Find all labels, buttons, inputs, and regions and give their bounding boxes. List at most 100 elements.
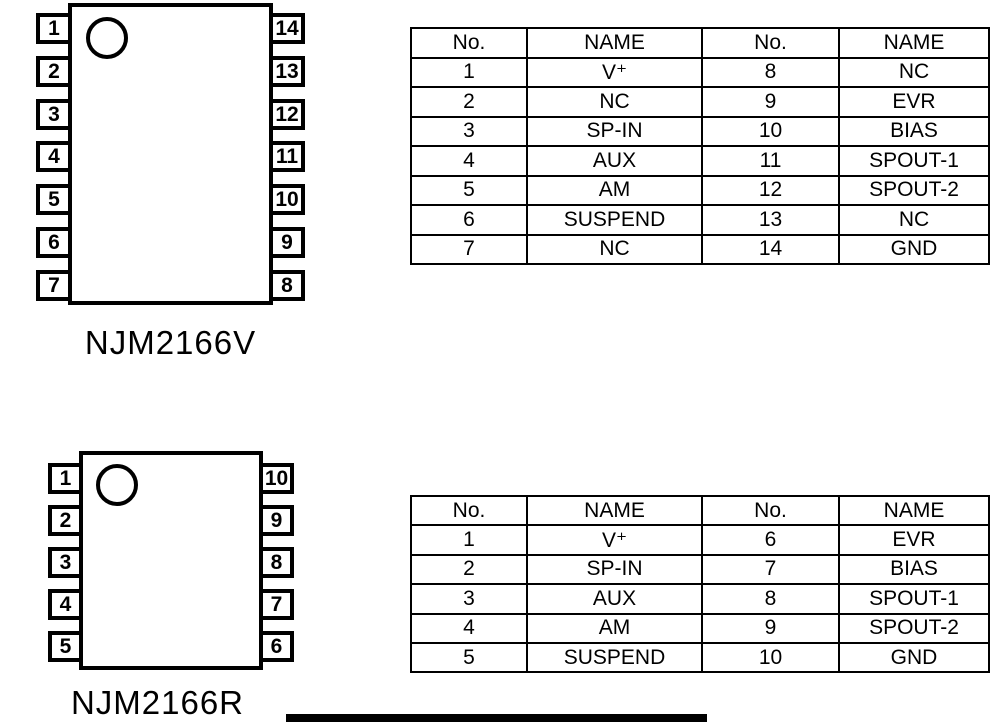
pin-box-left-3: 3 (48, 547, 83, 578)
pin-name-cell: NC (838, 56, 990, 88)
page-footer-bar (286, 714, 707, 722)
pin-box-left-4: 4 (36, 141, 72, 172)
pin-box-right-13: 13 (269, 56, 305, 87)
pin-box-right-6: 6 (259, 631, 294, 662)
column-header: NAME (526, 494, 703, 527)
table-row: 4 AM 9 SPOUT-2 (410, 612, 990, 644)
pin-box-right-9: 9 (259, 505, 294, 536)
pin-no-cell: 1 (410, 56, 528, 88)
pin-name-cell: EVR (838, 86, 990, 118)
pin-box-right-9: 9 (269, 227, 305, 258)
pin-name-cell: SP-IN (526, 553, 703, 586)
pin-box-right-11: 11 (269, 141, 305, 172)
table-row: 6 SUSPEND 13 NC (410, 204, 990, 236)
pin-name-cell: NC (526, 233, 703, 265)
pin-name-cell: SPOUT-1 (838, 583, 990, 615)
pin-no-cell: 12 (701, 174, 840, 206)
pin-box-left-7: 7 (36, 270, 72, 301)
pin-no-cell: 8 (701, 56, 840, 88)
pin-box-left-5: 5 (36, 184, 72, 215)
pin-box-right-8: 8 (269, 270, 305, 301)
pin-box-right-12: 12 (269, 99, 305, 130)
pin-name-cell: BIAS (838, 553, 990, 586)
pin-box-left-6: 6 (36, 227, 72, 258)
pin-no-cell: 8 (701, 583, 840, 615)
pin-box-left-3: 3 (36, 99, 72, 130)
pin-no-cell: 5 (410, 641, 528, 674)
pin-name-cell: NC (838, 204, 990, 236)
pin-name-cell: SUSPEND (526, 204, 703, 236)
pin-no-cell: 14 (701, 233, 840, 265)
table-row: 1 V⁺ 6 EVR (410, 524, 990, 556)
pin1-indicator-circle (86, 17, 128, 59)
pin-name-cell: V⁺ (526, 524, 703, 556)
pin-box-left-1: 1 (36, 13, 72, 44)
pin-name-cell: AM (526, 612, 703, 644)
pin-no-cell: 2 (410, 553, 528, 586)
table-row: 2 NC 9 EVR (410, 86, 990, 118)
pin-name-cell: GND (838, 641, 990, 674)
pin-box-left-2: 2 (48, 505, 83, 536)
column-header: No. (410, 494, 528, 527)
pin1-indicator-circle (96, 464, 138, 506)
pin-name-cell: SUSPEND (526, 641, 703, 674)
pin-name-cell: BIAS (838, 115, 990, 147)
pin-name-cell: SP-IN (526, 115, 703, 147)
column-header: No. (701, 494, 840, 527)
column-header: No. (701, 27, 840, 59)
pin-no-cell: 9 (701, 612, 840, 644)
pin-name-cell: NC (526, 86, 703, 118)
pin-box-right-10: 10 (269, 184, 305, 215)
pin-no-cell: 9 (701, 86, 840, 118)
table-header-row: No. NAME No. NAME (410, 494, 990, 527)
pin-no-cell: 7 (701, 553, 840, 586)
pin-no-cell: 4 (410, 145, 528, 177)
pin-box-right-10: 10 (259, 463, 294, 494)
pin-box-left-5: 5 (48, 631, 83, 662)
pin-name-cell: SPOUT-2 (838, 612, 990, 644)
pin-name-cell: EVR (838, 524, 990, 556)
column-header: No. (410, 27, 528, 59)
pin-no-cell: 6 (410, 204, 528, 236)
table-row: 5 SUSPEND 10 GND (410, 641, 990, 674)
pin-box-left-4: 4 (48, 589, 83, 620)
ic-diagram-njm2166v: 1 2 3 4 5 6 7 14 13 12 11 10 9 8 NJM2166… (0, 0, 340, 361)
pin-table-njm2166r: No. NAME No. NAME 1 V⁺ 6 EVR 2 SP-IN 7 B… (410, 494, 990, 674)
column-header: NAME (526, 27, 703, 59)
pin-table-njm2166v: No. NAME No. NAME 1 V⁺ 8 NC 2 NC 9 EVR 3… (410, 27, 990, 265)
pin-no-cell: 1 (410, 524, 528, 556)
pin-no-cell: 11 (701, 145, 840, 177)
pin-no-cell: 10 (701, 641, 840, 674)
table-row: 7 NC 14 GND (410, 233, 990, 265)
pin-no-cell: 3 (410, 115, 528, 147)
ic-label-njm2166r: NJM2166R (70, 684, 245, 721)
pin-name-cell: GND (838, 233, 990, 265)
pin-box-left-1: 1 (48, 463, 83, 494)
table-row: 3 SP-IN 10 BIAS (410, 115, 990, 147)
pin-no-cell: 6 (701, 524, 840, 556)
table-row: 4 AUX 11 SPOUT-1 (410, 145, 990, 177)
table-row: 1 V⁺ 8 NC (410, 56, 990, 88)
pin-no-cell: 4 (410, 612, 528, 644)
pin-name-cell: AUX (526, 145, 703, 177)
column-header: NAME (838, 27, 990, 59)
pin-name-cell: SPOUT-1 (838, 145, 990, 177)
column-header: NAME (838, 494, 990, 527)
pin-no-cell: 13 (701, 204, 840, 236)
ic-label-njm2166v: NJM2166V (84, 324, 257, 361)
table-header-row: No. NAME No. NAME (410, 27, 990, 59)
pin-no-cell: 5 (410, 174, 528, 206)
pin-no-cell: 7 (410, 233, 528, 265)
pin-box-left-2: 2 (36, 56, 72, 87)
pin-name-cell: V⁺ (526, 56, 703, 88)
pin-box-right-7: 7 (259, 589, 294, 620)
pin-box-right-8: 8 (259, 547, 294, 578)
table-row: 3 AUX 8 SPOUT-1 (410, 583, 990, 615)
pin-box-right-14: 14 (269, 13, 305, 44)
pin-no-cell: 10 (701, 115, 840, 147)
pin-name-cell: SPOUT-2 (838, 174, 990, 206)
table-row: 5 AM 12 SPOUT-2 (410, 174, 990, 206)
table-row: 2 SP-IN 7 BIAS (410, 553, 990, 586)
pin-name-cell: AUX (526, 583, 703, 615)
ic-diagram-njm2166r: 1 2 3 4 5 10 9 8 7 6 NJM2166R (0, 440, 340, 722)
